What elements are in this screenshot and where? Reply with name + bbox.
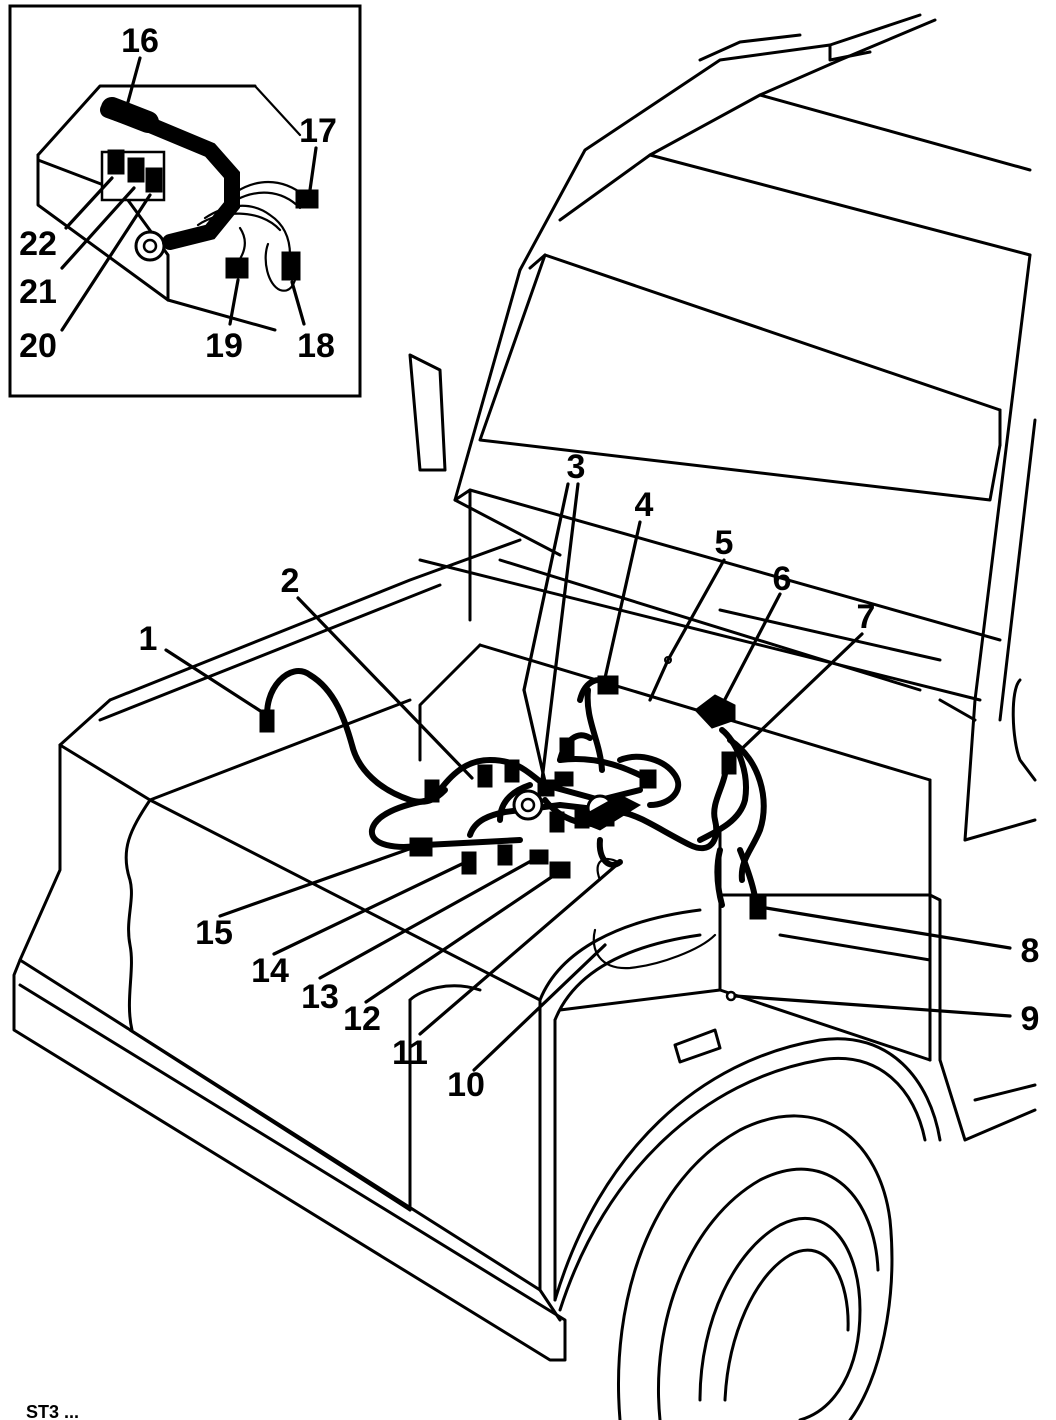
callout-1: 1 xyxy=(139,620,158,658)
callout-19: 19 xyxy=(205,327,243,365)
vehicle-outline xyxy=(12,13,1037,1420)
connector-22-icon xyxy=(107,149,125,175)
connector-6-icon xyxy=(694,694,736,729)
callout-14: 14 xyxy=(251,952,289,990)
connector-17-icon xyxy=(295,189,319,209)
callout-21: 21 xyxy=(19,273,57,311)
callout-9: 9 xyxy=(1021,1000,1040,1038)
callout-20: 20 xyxy=(19,327,57,365)
callout-4: 4 xyxy=(635,486,654,524)
callout-22: 22 xyxy=(19,225,57,263)
figure-code: ST3 ... xyxy=(26,1402,79,1420)
connector-1-icon xyxy=(259,709,275,733)
callout-12: 12 xyxy=(343,1000,381,1038)
connector-8-icon xyxy=(749,894,767,920)
connector-4-icon xyxy=(597,675,619,695)
connector-18-icon xyxy=(281,251,301,281)
connector-b-icon xyxy=(504,759,520,783)
callout-11: 11 xyxy=(392,1034,428,1072)
callout-17: 17 xyxy=(299,112,337,150)
engine-harness xyxy=(259,656,767,1002)
connector-15-icon xyxy=(409,837,433,857)
callout-5: 5 xyxy=(715,524,734,562)
connector-2-icon xyxy=(477,764,493,788)
inset-detail: 16 17 22 21 20 19 18 xyxy=(8,4,362,398)
callout-18: 18 xyxy=(297,327,335,365)
connector-20-icon xyxy=(145,167,163,193)
callout-7: 7 xyxy=(857,598,876,636)
callout-15: 15 xyxy=(195,914,233,952)
connector-21-icon xyxy=(127,157,145,183)
callout-10: 10 xyxy=(447,1066,485,1104)
callout-2: 2 xyxy=(281,562,300,600)
callout-leaders xyxy=(164,482,1012,1072)
junction-block-icon xyxy=(573,794,642,831)
connector-19-icon xyxy=(225,257,249,279)
callout-8: 8 xyxy=(1021,932,1040,970)
callout-16: 16 xyxy=(121,22,159,60)
callout-13: 13 xyxy=(301,978,339,1016)
connector-a-icon xyxy=(424,779,440,803)
callout-labels: 1 2 3 4 5 6 7 8 9 10 11 12 13 14 15 xyxy=(139,448,1040,1104)
callout-6: 6 xyxy=(773,560,792,598)
callout-3: 3 xyxy=(567,448,586,486)
